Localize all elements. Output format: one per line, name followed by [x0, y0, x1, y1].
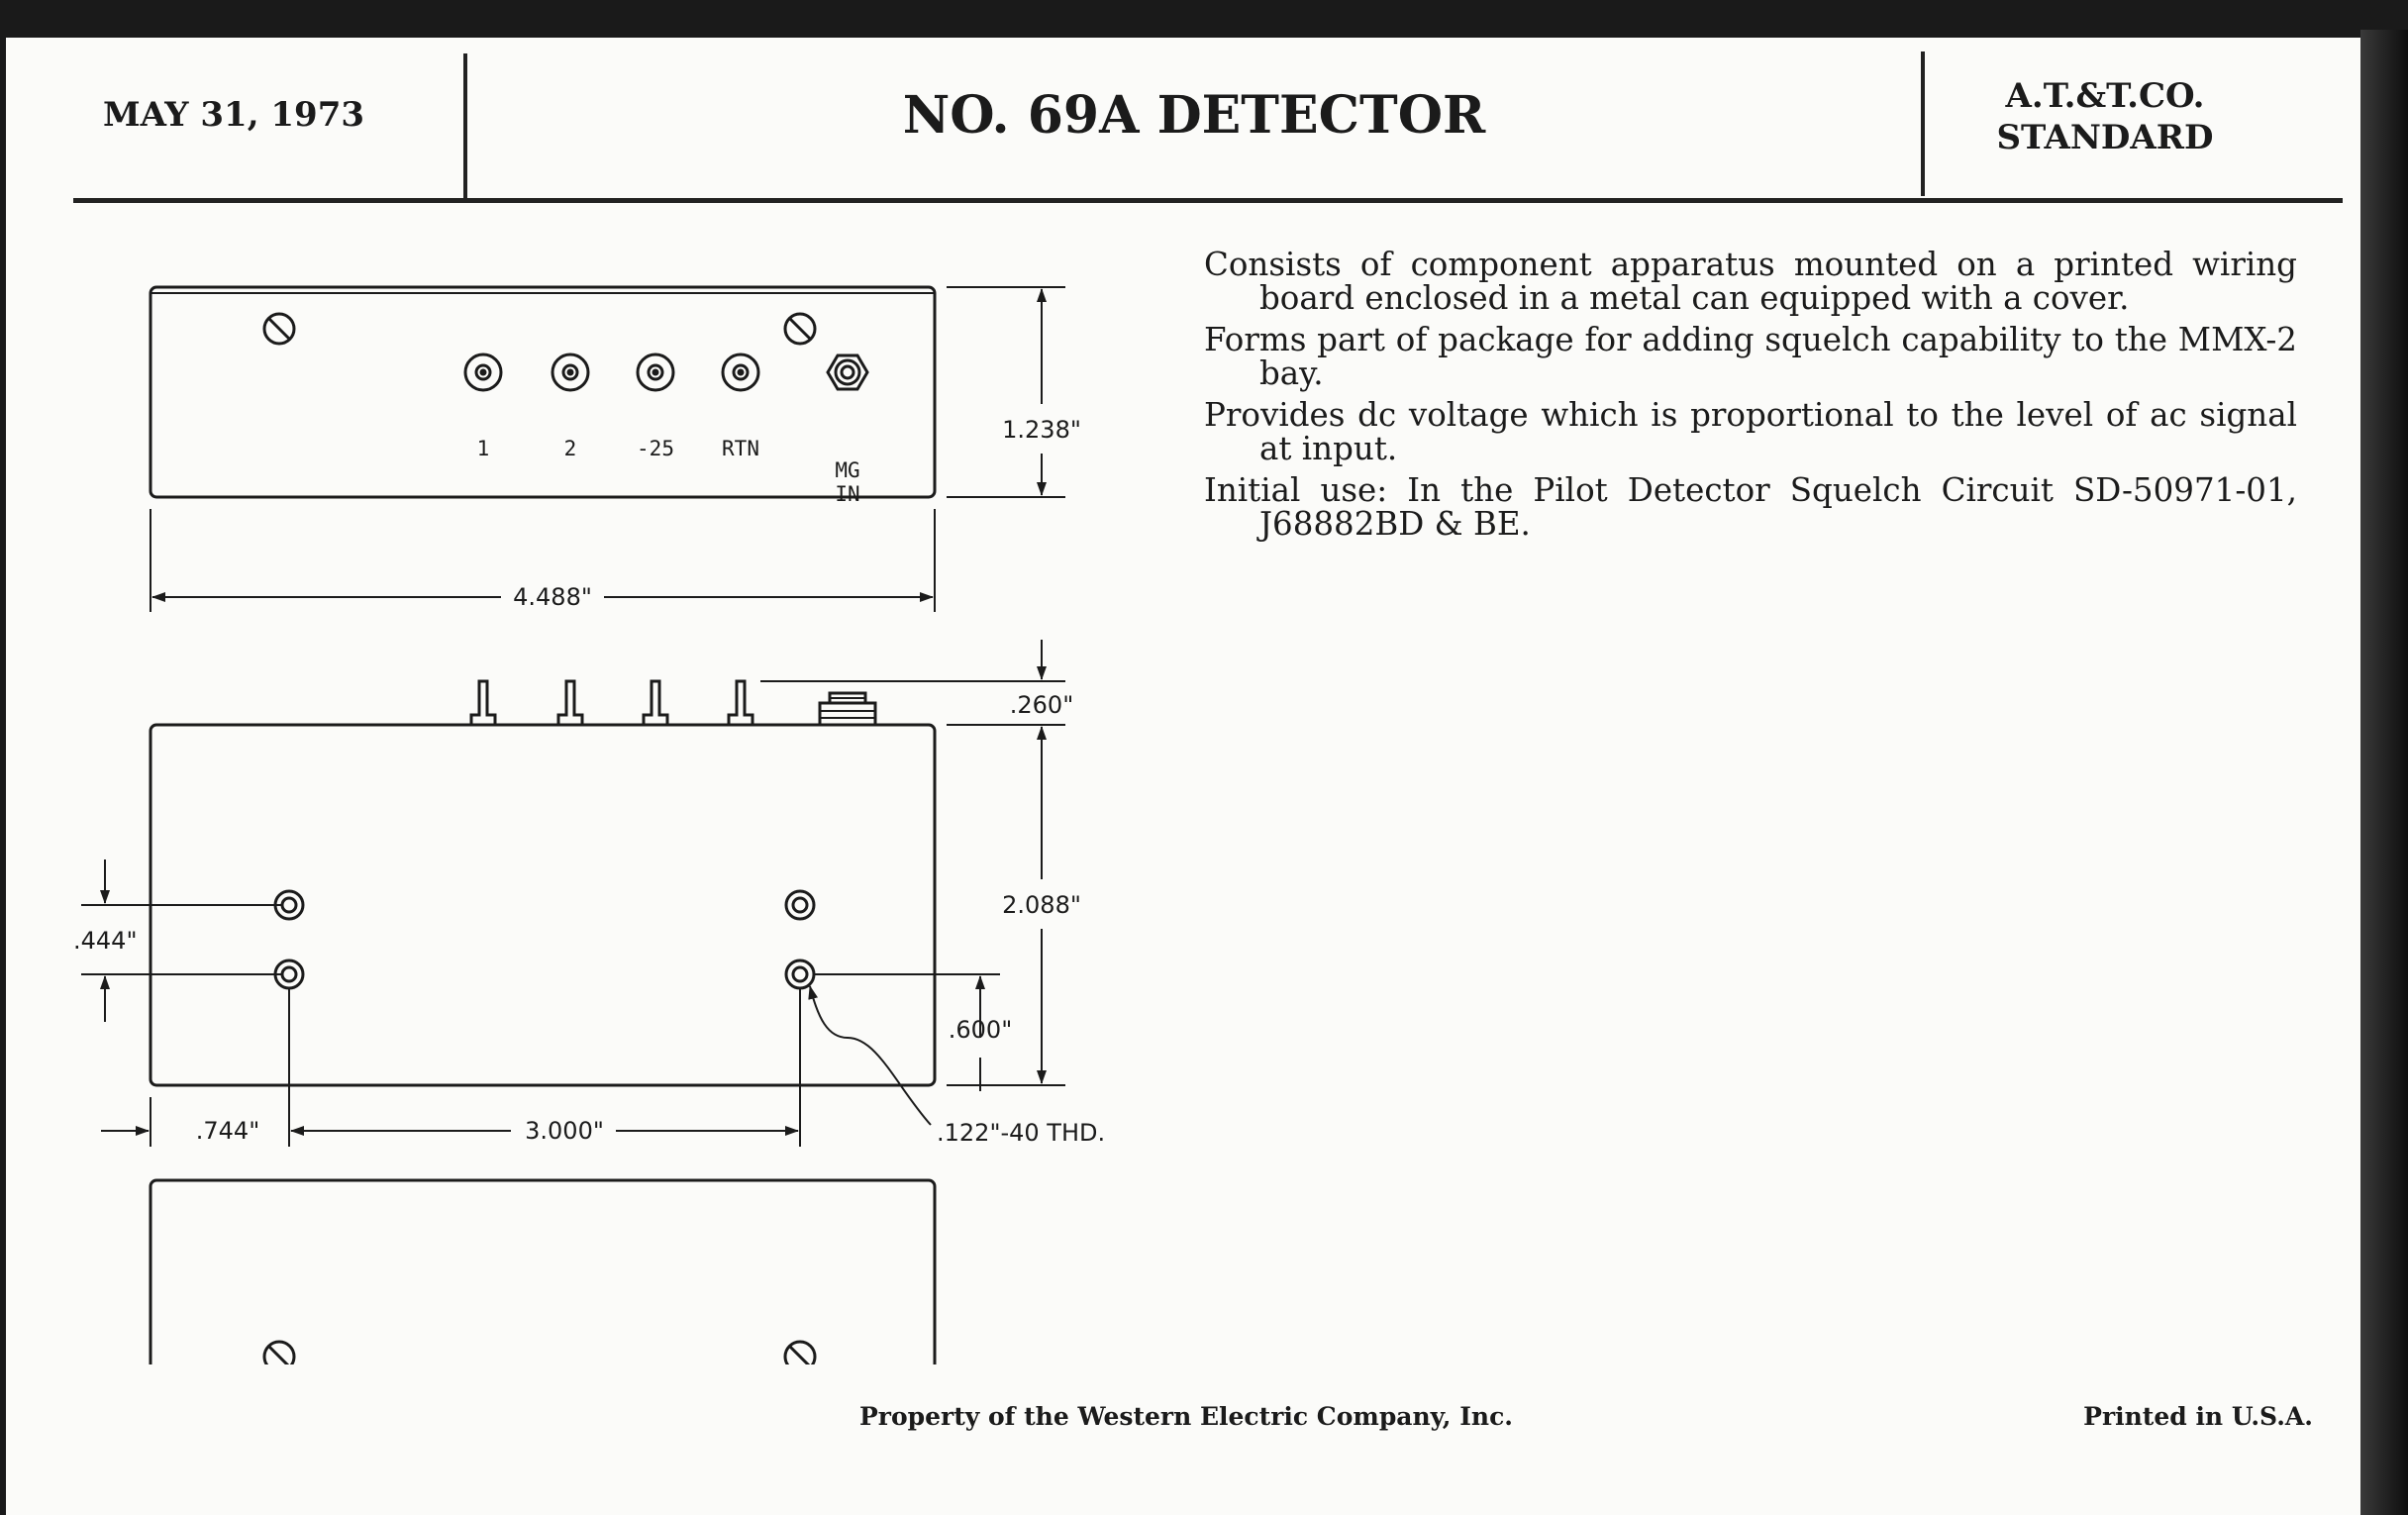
terminal-1-icon: [463, 353, 503, 392]
mg-in-connector-icon: [826, 354, 869, 391]
top-view: .260" 2.088" .444" .600": [73, 640, 1105, 1147]
screw-icon: [262, 1340, 296, 1364]
description-paragraph: Consists of component apparatus mounted …: [1204, 246, 2297, 317]
thread-note: .122"-40 THD.: [937, 1119, 1105, 1147]
terminal-label-rtn: RTN: [722, 437, 759, 460]
side-view-outline: [149, 1178, 937, 1364]
terminal-rtn-icon: [721, 353, 760, 392]
description: Consists of component apparatus mounted …: [1204, 248, 2297, 549]
terminal-post-icon: [642, 679, 669, 725]
dimension-hole-spacing: .444": [73, 927, 137, 955]
description-paragraph: Forms part of package for adding squelch…: [1204, 321, 2297, 392]
dimension-hole-distance: 3.000": [525, 1117, 604, 1145]
mg-in-label-line-2: IN: [835, 482, 859, 506]
mounting-hole-icon: [784, 889, 816, 921]
side-view: [149, 1178, 937, 1364]
issue-date: MAY 31, 1973: [102, 95, 365, 135]
standard-line-1: A.T.&T.CO.: [2005, 76, 2205, 116]
description-paragraph: Initial use: In the Pilot Detector Squel…: [1204, 471, 2297, 543]
terminal-label-1: 1: [477, 437, 490, 460]
front-panel-outline: [149, 285, 937, 499]
technical-drawing: 1 2 -25 RTN MG IN 1.238" 4.488": [73, 285, 1105, 1364]
terminal-label-2: 2: [564, 437, 577, 460]
terminal-2-icon: [551, 353, 590, 392]
header-divider-right: [1921, 51, 1925, 196]
threaded-hole-icon: [784, 959, 816, 990]
front-view: 1 2 -25 RTN MG IN 1.238" 4.488": [149, 285, 1081, 612]
footer-property: Property of the Western Electric Company…: [859, 1402, 1514, 1431]
terminal-post-icon: [727, 679, 754, 725]
dimension-width: 4.488": [513, 583, 592, 611]
terminal-post-icon: [469, 679, 497, 725]
dimension-depth: 2.088": [1002, 891, 1081, 919]
terminal-minus25-icon: [636, 353, 675, 392]
dimension-left-offset: .744": [196, 1117, 259, 1145]
description-paragraph: Provides dc voltage which is proportiona…: [1204, 396, 2297, 467]
dimension-front-height: 1.238": [1002, 416, 1081, 444]
mg-in-label-line-1: MG: [835, 458, 859, 482]
screw-icon: [262, 312, 296, 346]
header-divider-left: [463, 53, 467, 198]
header-rule: [73, 198, 2343, 203]
dimension-terminal-height: .260": [1010, 691, 1073, 719]
spec-card: MAY 31, 1973 NO. 69A DETECTOR A.T.&T.CO.…: [6, 38, 2360, 1515]
standard-label: A.T.&T.CO. STANDARD: [1947, 75, 2263, 158]
standard-line-2: STANDARD: [1996, 118, 2214, 157]
card-edge-shadow: [2360, 30, 2408, 1515]
screw-icon: [783, 312, 817, 346]
terminal-label-minus25: -25: [637, 437, 674, 460]
footer-printed: Printed in U.S.A.: [2083, 1402, 2313, 1431]
screw-icon: [783, 1340, 817, 1364]
connector-side-icon: [818, 691, 877, 727]
page-title: NO. 69A DETECTOR: [902, 85, 1486, 146]
terminal-post-icon: [556, 679, 584, 725]
dimension-hole-edge: .600": [949, 1016, 1012, 1044]
